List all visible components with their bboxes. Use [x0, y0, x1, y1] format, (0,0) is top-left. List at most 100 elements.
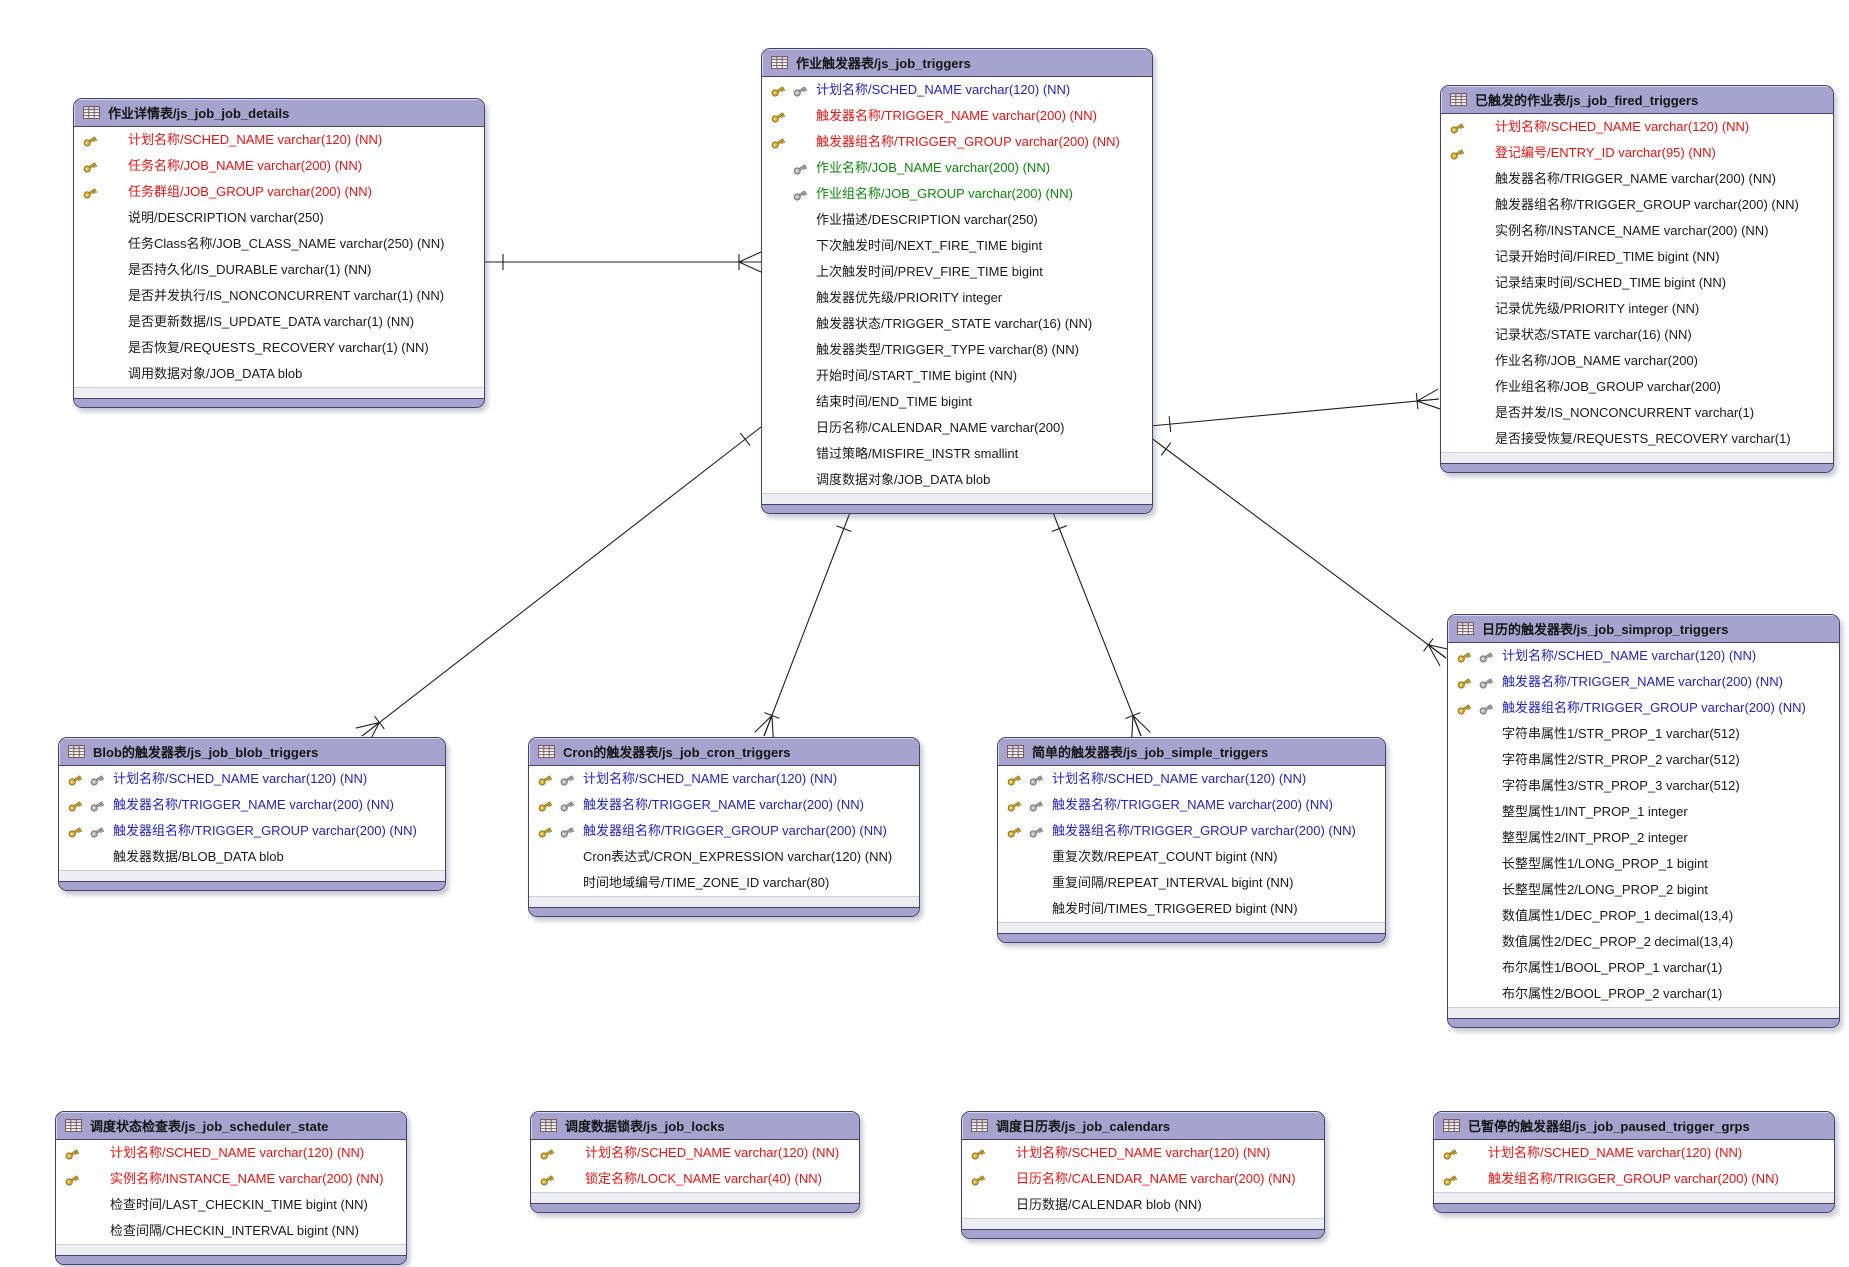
- field-label: 触发器数据/BLOB_DATA blob: [113, 849, 284, 864]
- foreign-key-icon: [1478, 648, 1494, 664]
- table-footer-strip: [962, 1218, 1324, 1229]
- field-label: 日历名称/CALENDAR_NAME varchar(200) (NN): [1016, 1171, 1296, 1186]
- field-label: 重复次数/REPEAT_COUNT bigint (NN): [1052, 849, 1278, 864]
- field-label: 字符串属性3/STR_PROP_3 varchar(512): [1502, 778, 1740, 793]
- table-header-locks[interactable]: 调度数据锁表/js_job_locks: [531, 1112, 859, 1140]
- table-title: 作业详情表/js_job_job_details: [108, 106, 290, 121]
- field-label: 登记编号/ENTRY_ID varchar(95) (NN): [1495, 145, 1716, 160]
- field-label: 触发器组名称/TRIGGER_GROUP varchar(200) (NN): [1052, 823, 1356, 838]
- table-footer-strip: [1441, 452, 1833, 463]
- table-footer-strip: [1448, 1007, 1839, 1018]
- field-label: 作业组名称/JOB_GROUP varchar(200): [1495, 379, 1721, 394]
- entity-table-triggers[interactable]: 作业触发器表/js_job_triggers 计划名称/SCHED_NAME v…: [761, 48, 1153, 514]
- field-label: 作业名称/JOB_NAME varchar(200) (NN): [816, 160, 1051, 175]
- field-row: 计划名称/SCHED_NAME varchar(120) (NN): [56, 1140, 406, 1166]
- field-row: 调用数据对象/JOB_DATA blob: [74, 361, 484, 387]
- table-icon: [538, 745, 555, 758]
- table-header-cron_triggers[interactable]: Cron的触发器表/js_job_cron_triggers: [529, 738, 919, 766]
- field-row: 字符串属性1/STR_PROP_1 varchar(512): [1448, 721, 1839, 747]
- table-title: 已触发的作业表/js_job_fired_triggers: [1475, 93, 1699, 108]
- table-header-scheduler_state[interactable]: 调度状态检查表/js_job_scheduler_state: [56, 1112, 406, 1140]
- field-label: 整型属性1/INT_PROP_1 integer: [1502, 804, 1688, 819]
- foreign-key-icon: [1028, 797, 1044, 813]
- entity-table-fired_triggers[interactable]: 已触发的作业表/js_job_fired_triggers 计划名称/SCHED…: [1440, 85, 1834, 473]
- field-label: 下次触发时间/NEXT_FIRE_TIME bigint: [816, 238, 1043, 253]
- field-label: 锁定名称/LOCK_NAME varchar(40) (NN): [585, 1171, 822, 1186]
- field-label: 触发器组名称/TRIGGER_GROUP varchar(200) (NN): [583, 823, 887, 838]
- primary-key-icon: [64, 1171, 80, 1187]
- foreign-key-icon: [1028, 823, 1044, 839]
- field-row: 触发器组名称/TRIGGER_GROUP varchar(200) (NN): [1441, 192, 1833, 218]
- table-header-fired_triggers[interactable]: 已触发的作业表/js_job_fired_triggers: [1441, 86, 1833, 114]
- table-title: 调度数据锁表/js_job_locks: [565, 1119, 725, 1134]
- table-header-triggers[interactable]: 作业触发器表/js_job_triggers: [762, 49, 1152, 77]
- field-row: 说明/DESCRIPTION varchar(250): [74, 205, 484, 231]
- field-row: 日历名称/CALENDAR_NAME varchar(200): [762, 415, 1152, 441]
- field-label: 是否持久化/IS_DURABLE varchar(1) (NN): [128, 262, 372, 277]
- primary-key-icon: [537, 823, 553, 839]
- table-footer-bar: [1448, 1018, 1839, 1027]
- table-header-calendars[interactable]: 调度日历表/js_job_calendars: [962, 1112, 1324, 1140]
- field-label: Cron表达式/CRON_EXPRESSION varchar(120) (NN…: [583, 849, 893, 864]
- table-footer-bar: [56, 1255, 406, 1264]
- table-footer-bar: [1434, 1203, 1834, 1212]
- table-icon: [971, 1119, 988, 1132]
- entity-table-job_details[interactable]: 作业详情表/js_job_job_details 计划名称/SCHED_NAME…: [73, 98, 485, 408]
- field-row: 触发器类型/TRIGGER_TYPE varchar(8) (NN): [762, 337, 1152, 363]
- relation-triggers-to-fired_triggers: [1149, 388, 1441, 433]
- field-row: 结束时间/END_TIME bigint: [762, 389, 1152, 415]
- entity-table-cron_triggers[interactable]: Cron的触发器表/js_job_cron_triggers 计划名称/SCHE…: [528, 737, 920, 917]
- field-label: 整型属性2/INT_PROP_2 integer: [1502, 830, 1688, 845]
- field-row: 触发器组名称/TRIGGER_GROUP varchar(200) (NN): [529, 818, 919, 844]
- table-header-paused_trigger_grps[interactable]: 已暂停的触发器组/js_job_paused_trigger_grps: [1434, 1112, 1834, 1140]
- field-row: 整型属性1/INT_PROP_1 integer: [1448, 799, 1839, 825]
- table-header-job_details[interactable]: 作业详情表/js_job_job_details: [74, 99, 484, 127]
- field-label: 字符串属性2/STR_PROP_2 varchar(512): [1502, 752, 1740, 767]
- primary-key-icon: [537, 771, 553, 787]
- table-header-simprop_triggers[interactable]: 日历的触发器表/js_job_simprop_triggers: [1448, 615, 1839, 643]
- field-row: 日历数据/CALENDAR blob (NN): [962, 1192, 1324, 1218]
- primary-key-icon: [1456, 674, 1472, 690]
- relation-job_details-to-triggers: [483, 251, 762, 273]
- field-row: 锁定名称/LOCK_NAME varchar(40) (NN): [531, 1166, 859, 1192]
- table-header-simple_triggers[interactable]: 简单的触发器表/js_job_simple_triggers: [998, 738, 1385, 766]
- entity-table-scheduler_state[interactable]: 调度状态检查表/js_job_scheduler_state 计划名称/SCHE…: [55, 1111, 407, 1265]
- field-label: 计划名称/SCHED_NAME varchar(120) (NN): [1052, 771, 1307, 786]
- field-label: 是否恢复/REQUESTS_RECOVERY varchar(1) (NN): [128, 340, 429, 355]
- entity-table-paused_trigger_grps[interactable]: 已暂停的触发器组/js_job_paused_trigger_grps 计划名称…: [1433, 1111, 1835, 1213]
- field-row: 计划名称/SCHED_NAME varchar(120) (NN): [1448, 643, 1839, 669]
- field-row: 上次触发时间/PREV_FIRE_TIME bigint: [762, 259, 1152, 285]
- primary-key-icon: [67, 823, 83, 839]
- table-footer-strip: [529, 896, 919, 907]
- entity-table-calendars[interactable]: 调度日历表/js_job_calendars 计划名称/SCHED_NAME v…: [961, 1111, 1325, 1239]
- field-row: 是否接受恢复/REQUESTS_RECOVERY varchar(1): [1441, 426, 1833, 452]
- table-footer-bar: [962, 1229, 1324, 1238]
- field-label: 计划名称/SCHED_NAME varchar(120) (NN): [110, 1145, 365, 1160]
- entity-table-simple_triggers[interactable]: 简单的触发器表/js_job_simple_triggers 计划名称/SCHE…: [997, 737, 1386, 943]
- field-label: 触发时间/TIMES_TRIGGERED bigint (NN): [1052, 901, 1298, 916]
- foreign-key-icon: [559, 771, 575, 787]
- table-title: 作业触发器表/js_job_triggers: [796, 56, 971, 71]
- field-label: 记录开始时间/FIRED_TIME bigint (NN): [1495, 249, 1720, 264]
- field-row: 任务群组/JOB_GROUP varchar(200) (NN): [74, 179, 484, 205]
- field-label: 结束时间/END_TIME bigint: [816, 394, 973, 409]
- field-row: 重复次数/REPEAT_COUNT bigint (NN): [998, 844, 1385, 870]
- field-label: 是否并发/IS_NONCONCURRENT varchar(1): [1495, 405, 1755, 420]
- field-row: 登记编号/ENTRY_ID varchar(95) (NN): [1441, 140, 1833, 166]
- entity-table-simprop_triggers[interactable]: 日历的触发器表/js_job_simprop_triggers 计划名称/SCH…: [1447, 614, 1840, 1028]
- foreign-key-icon: [792, 186, 808, 202]
- field-row: 计划名称/SCHED_NAME varchar(120) (NN): [998, 766, 1385, 792]
- foreign-key-icon: [792, 160, 808, 176]
- field-row: 开始时间/START_TIME bigint (NN): [762, 363, 1152, 389]
- entity-table-blob_triggers[interactable]: Blob的触发器表/js_job_blob_triggers 计划名称/SCHE…: [58, 737, 446, 891]
- field-row: 触发器名称/TRIGGER_NAME varchar(200) (NN): [529, 792, 919, 818]
- table-header-blob_triggers[interactable]: Blob的触发器表/js_job_blob_triggers: [59, 738, 445, 766]
- table-footer-bar: [59, 881, 445, 890]
- entity-table-locks[interactable]: 调度数据锁表/js_job_locks 计划名称/SCHED_NAME varc…: [530, 1111, 860, 1213]
- table-footer-strip: [531, 1192, 859, 1203]
- primary-key-icon: [67, 797, 83, 813]
- foreign-key-icon: [559, 797, 575, 813]
- field-row: 计划名称/SCHED_NAME varchar(120) (NN): [1434, 1140, 1834, 1166]
- field-label: 记录优先级/PRIORITY integer (NN): [1495, 301, 1700, 316]
